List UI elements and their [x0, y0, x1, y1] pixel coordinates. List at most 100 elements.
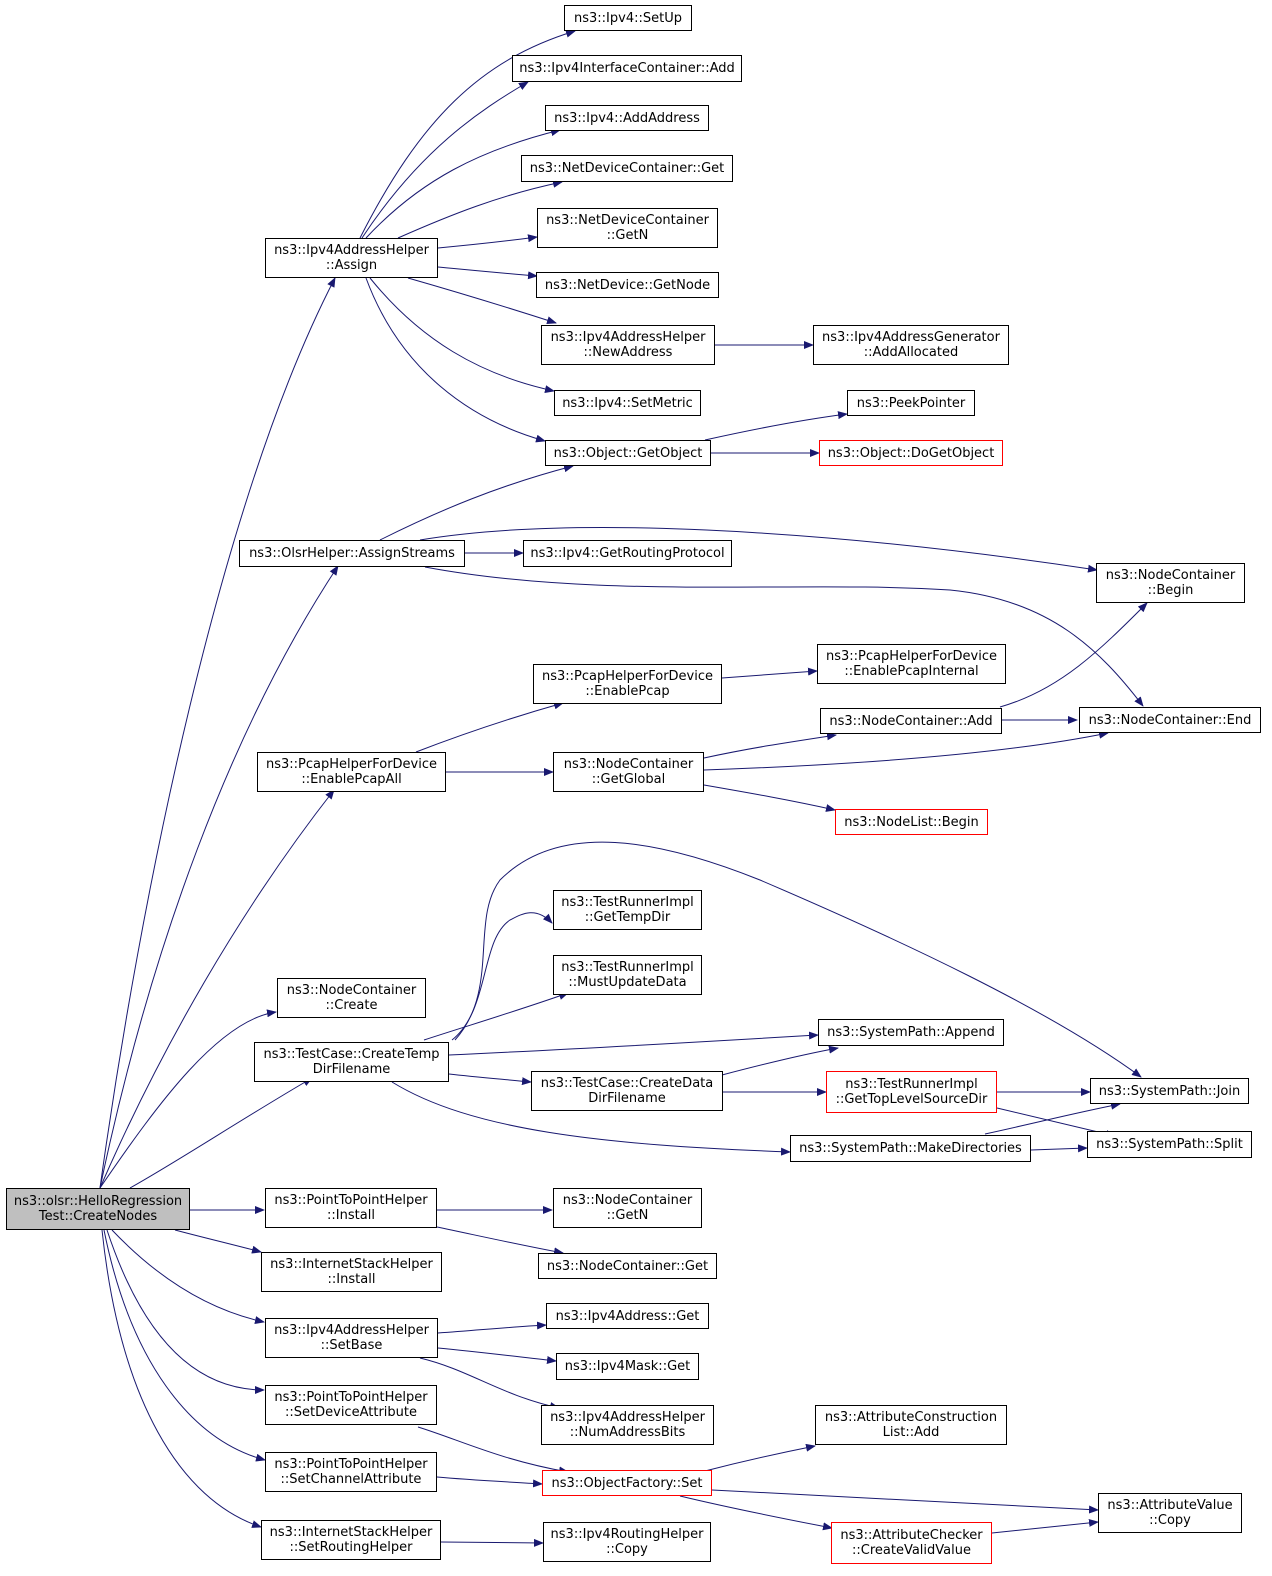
edge	[436, 1476, 543, 1488]
edge	[407, 277, 557, 325]
edge	[721, 1045, 839, 1076]
edge	[711, 1489, 1099, 1514]
node-ipv4addresshelper-numaddressbits[interactable]: ns3::Ipv4AddressHelper::NumAddressBits	[541, 1405, 714, 1445]
node-pcaphelper-enablepcapall[interactable]: ns3::PcapHelperForDevice::EnablePcapAll	[257, 752, 446, 792]
node-nodecontainer-getglobal[interactable]: ns3::NodeContainer::GetGlobal	[553, 752, 704, 792]
edge	[437, 234, 538, 249]
node-ipv4addresshelper-assign[interactable]: ns3::Ipv4AddressHelper::Assign	[265, 238, 438, 278]
edge	[99, 277, 336, 1189]
node-ipv4addresshelper-setbase[interactable]: ns3::Ipv4AddressHelper::SetBase	[265, 1318, 438, 1358]
node-ipv4-setup[interactable]: ns3::Ipv4::SetUp	[564, 5, 692, 31]
node-ipv4mask-get[interactable]: ns3::Ipv4Mask::Get	[556, 1353, 699, 1380]
node-ipv4interfacecontainer-add[interactable]: ns3::Ipv4InterfaceContainer::Add	[512, 55, 742, 82]
edge	[1030, 1144, 1088, 1153]
edge	[440, 1538, 544, 1547]
edge	[437, 1347, 557, 1364]
node-ipv4-addaddress[interactable]: ns3::Ipv4::AddAddress	[545, 105, 709, 131]
edge	[369, 277, 555, 394]
edge	[111, 1229, 265, 1324]
node-p2phelper-setdeviceattribute[interactable]: ns3::PointToPointHelper::SetDeviceAttrib…	[265, 1385, 437, 1425]
edge	[703, 784, 836, 812]
node-ipv4addressgenerator-addallocated[interactable]: ns3::Ipv4AddressGenerator::AddAllocated	[813, 325, 1009, 365]
node-systempath-split[interactable]: ns3::SystemPath::Split	[1087, 1131, 1252, 1158]
node-olsrhelper-assignstreams[interactable]: ns3::OlsrHelper::AssignStreams	[239, 540, 465, 567]
node-peekpointer[interactable]: ns3::PeekPointer	[847, 390, 975, 416]
node-ipv4addresshelper-newaddress[interactable]: ns3::Ipv4AddressHelper::NewAddress	[541, 325, 715, 365]
node-nodecontainer-end[interactable]: ns3::NodeContainer::End	[1079, 707, 1261, 733]
edge	[361, 81, 529, 239]
edge	[365, 277, 546, 443]
edge	[448, 1031, 819, 1056]
node-nodecontainer-create[interactable]: ns3::NodeContainer::Create	[277, 978, 426, 1018]
node-ipv4address-get[interactable]: ns3::Ipv4Address::Get	[546, 1303, 709, 1329]
edge	[424, 566, 1144, 707]
edge	[437, 1321, 547, 1334]
edge	[101, 1229, 262, 1528]
edge	[365, 128, 561, 239]
edge	[679, 1495, 833, 1531]
edge	[448, 1073, 532, 1086]
edge	[103, 1229, 266, 1462]
edge	[704, 411, 848, 441]
node-ipv4routinghelper-copy[interactable]: ns3::Ipv4RoutingHelper::Copy	[543, 1522, 711, 1562]
edge	[721, 667, 818, 679]
node-netdevicecontainer-getn[interactable]: ns3::NetDeviceContainer::GetN	[537, 208, 718, 248]
node-object-getobject[interactable]: ns3::Object::GetObject	[545, 440, 711, 466]
node-internetstackhelper-install[interactable]: ns3::InternetStackHelper::Install	[261, 1252, 442, 1292]
node-netdevice-getnode[interactable]: ns3::NetDevice::GetNode	[536, 272, 719, 298]
node-p2phelper-install[interactable]: ns3::PointToPointHelper::Install	[265, 1188, 437, 1228]
edge	[436, 1226, 564, 1256]
node-nodelist-begin[interactable]: ns3::NodeList::Begin	[835, 809, 988, 835]
edge	[423, 992, 569, 1041]
node-netdevicecontainer-get[interactable]: ns3::NetDeviceContainer::Get	[521, 155, 733, 182]
edge	[451, 912, 553, 1041]
node-nodecontainer-begin[interactable]: ns3::NodeContainer::Begin	[1096, 563, 1245, 603]
edge	[704, 1443, 816, 1472]
node-nodecontainer-getn[interactable]: ns3::NodeContainer::GetN	[553, 1188, 702, 1228]
edge	[419, 527, 1098, 573]
edge	[454, 841, 1142, 1078]
node-systempath-append[interactable]: ns3::SystemPath::Append	[818, 1019, 1004, 1046]
edge	[397, 179, 563, 239]
edge	[99, 789, 335, 1189]
edge	[379, 464, 574, 541]
edge	[984, 1101, 1121, 1135]
edge	[106, 1229, 265, 1394]
node-object-dogetobject[interactable]: ns3::Object::DoGetObject	[819, 440, 1003, 466]
node-p2phelper-setchannelattribute[interactable]: ns3::PointToPointHelper::SetChannelAttri…	[265, 1452, 437, 1492]
edge	[419, 1357, 560, 1410]
edge	[391, 1081, 791, 1156]
edge	[359, 29, 576, 239]
edge	[991, 1518, 1099, 1534]
edge	[703, 730, 1109, 771]
edge	[99, 1009, 277, 1189]
edge	[415, 701, 564, 753]
edge	[174, 1229, 262, 1254]
node-attributechecker-createvalidvalue[interactable]: ns3::AttributeChecker::CreateValidValue	[831, 1522, 992, 1564]
node-ipv4-setmetric[interactable]: ns3::Ipv4::SetMetric	[554, 390, 701, 416]
node-testrunnerimpl-mustupdatedata[interactable]: ns3::TestRunnerImpl::MustUpdateData	[553, 955, 702, 995]
node-testrunnerimpl-gettoplevelsourcedir[interactable]: ns3::TestRunnerImpl::GetTopLevelSourceDi…	[826, 1071, 997, 1113]
edge	[999, 602, 1148, 708]
node-ipv4-getroutingprotocol[interactable]: ns3::Ipv4::GetRoutingProtocol	[523, 540, 732, 567]
node-testrunnerimpl-gettempdir[interactable]: ns3::TestRunnerImpl::GetTempDir	[553, 890, 702, 930]
edge	[437, 266, 538, 280]
node-attributevalue-copy[interactable]: ns3::AttributeValue::Copy	[1098, 1493, 1242, 1533]
node-internetstackhelper-setroutinghelper[interactable]: ns3::InternetStackHelper::SetRoutingHelp…	[261, 1520, 441, 1560]
node-nodecontainer-get[interactable]: ns3::NodeContainer::Get	[538, 1253, 717, 1279]
node-systempath-join[interactable]: ns3::SystemPath::Join	[1090, 1078, 1249, 1104]
node-pcaphelper-enablepcapinternal[interactable]: ns3::PcapHelperForDevice::EnablePcapInte…	[817, 644, 1006, 684]
edge	[703, 732, 837, 759]
edge	[129, 1077, 313, 1189]
node-pcaphelper-enablepcap[interactable]: ns3::PcapHelperForDevice::EnablePcap	[533, 664, 722, 704]
node-nodecontainer-add[interactable]: ns3::NodeContainer::Add	[820, 708, 1002, 734]
edge	[417, 1426, 569, 1475]
node-systempath-makedirectories[interactable]: ns3::SystemPath::MakeDirectories	[790, 1135, 1031, 1162]
node-objectfactory-set[interactable]: ns3::ObjectFactory::Set	[542, 1470, 712, 1496]
